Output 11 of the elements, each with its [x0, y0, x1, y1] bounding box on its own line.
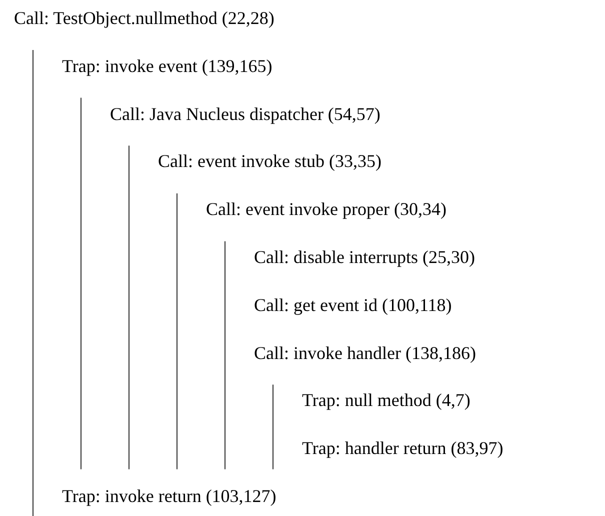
- trace-entry-text: Trap: invoke return (103,127): [62, 485, 276, 507]
- trace-entry-text: Call: event invoke stub (33,35): [158, 150, 382, 172]
- trace-entry-text: Call: disable interrupts (25,30): [254, 246, 475, 268]
- trace-entry-text: Call: get event id (100,118): [254, 294, 452, 316]
- trace-entry-text: Call: event invoke proper (30,34): [206, 198, 446, 220]
- trace-entry-text: Trap: invoke event (139,165): [62, 54, 272, 77]
- trace-entry-text: Trap: handler return (83,97): [302, 437, 504, 460]
- trace-entry-text: Call: Java Nucleus dispatcher (54,57): [110, 102, 380, 125]
- trace-entry-text: Call: invoke handler (138,186): [254, 342, 476, 364]
- trace-entry-text: Call: TestObject.nullmethod (22,28): [14, 7, 274, 29]
- trace-entry-text: Trap: null method (4,7): [302, 389, 470, 412]
